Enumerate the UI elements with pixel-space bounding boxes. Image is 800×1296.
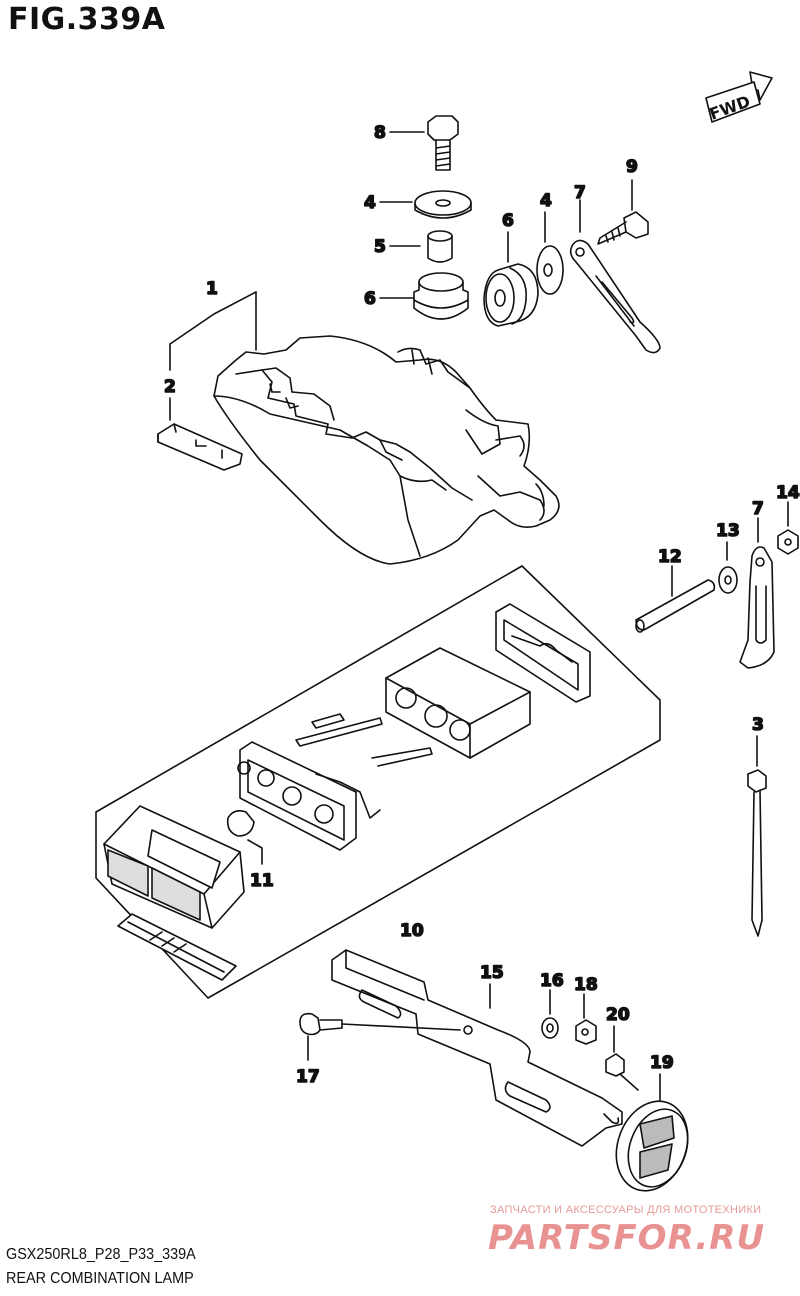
part-16-nut — [541, 989, 559, 1039]
part-11-bulb — [226, 810, 263, 865]
callout-1: 1 — [206, 279, 218, 299]
part-7-bracket-right — [739, 517, 775, 669]
callout-18: 18 — [574, 975, 598, 995]
callout-17: 17 — [296, 1067, 320, 1087]
callout-16: 16 — [540, 971, 564, 991]
part-7-bracket — [569, 199, 661, 354]
part-17-bolt — [299, 1012, 461, 1061]
callout-4-right: 4 — [540, 191, 552, 211]
callout-5: 5 — [374, 237, 386, 257]
callout-2: 2 — [164, 377, 176, 397]
part-6-grommet-side — [483, 231, 539, 327]
part-1-tail-lamp — [169, 291, 560, 565]
part-6-grommet — [379, 272, 469, 320]
callout-11: 11 — [250, 871, 274, 891]
part-4-washer — [379, 190, 472, 219]
part-18-nut — [575, 993, 597, 1045]
part-3-cable-tie — [747, 735, 767, 937]
part-4-washer-side — [536, 211, 564, 295]
watermark-logo: PARTSFOR.RU — [488, 1218, 766, 1258]
fwd-arrow-icon: FWD — [705, 71, 773, 124]
callout-9: 9 — [626, 157, 638, 177]
part-15-bracket — [331, 949, 623, 1147]
callout-19: 19 — [650, 1053, 674, 1073]
part-10-assembly-frame — [95, 565, 661, 999]
lamp-socket-plate — [237, 741, 381, 851]
part-9-screw — [597, 179, 649, 245]
part-12-pin — [635, 565, 716, 633]
callout-10: 10 — [400, 921, 424, 941]
callout-6-right: 6 — [502, 211, 514, 231]
figure-title: FIG.339A — [8, 2, 166, 37]
figure-code: GSX250RL8_P28_P33_339A — [6, 1246, 196, 1263]
callout-14: 14 — [776, 483, 800, 503]
callout-7-top: 7 — [574, 183, 586, 203]
callout-7-right: 7 — [752, 499, 764, 519]
lens-cover-bottom — [117, 913, 237, 981]
part-14-nut — [777, 501, 799, 555]
callout-15: 15 — [480, 963, 504, 983]
lens-plate — [495, 603, 591, 703]
figure-name: REAR COMBINATION LAMP — [6, 1270, 194, 1287]
callout-12: 12 — [658, 547, 682, 567]
main-lamp-lens — [103, 805, 245, 929]
callout-8: 8 — [374, 123, 386, 143]
callout-13: 13 — [716, 521, 740, 541]
part-13-washer — [718, 541, 738, 594]
part-8-bolt — [389, 115, 459, 171]
lamp-rear-housing — [385, 647, 531, 759]
callout-4-left: 4 — [364, 193, 376, 213]
callout-3: 3 — [752, 715, 764, 735]
callout-6-left: 6 — [364, 289, 376, 309]
part-19-reflector — [615, 1073, 689, 1192]
part-20-nut — [605, 1025, 639, 1091]
part-5-collar — [389, 230, 453, 263]
callout-20: 20 — [606, 1005, 630, 1025]
watermark-tagline: ЗАПЧАСТИ И АКСЕССУАРЫ ДЛЯ МОТОТЕХНИКИ — [490, 1204, 762, 1216]
lamp-studs — [295, 713, 433, 767]
part-2-pad — [157, 343, 243, 471]
